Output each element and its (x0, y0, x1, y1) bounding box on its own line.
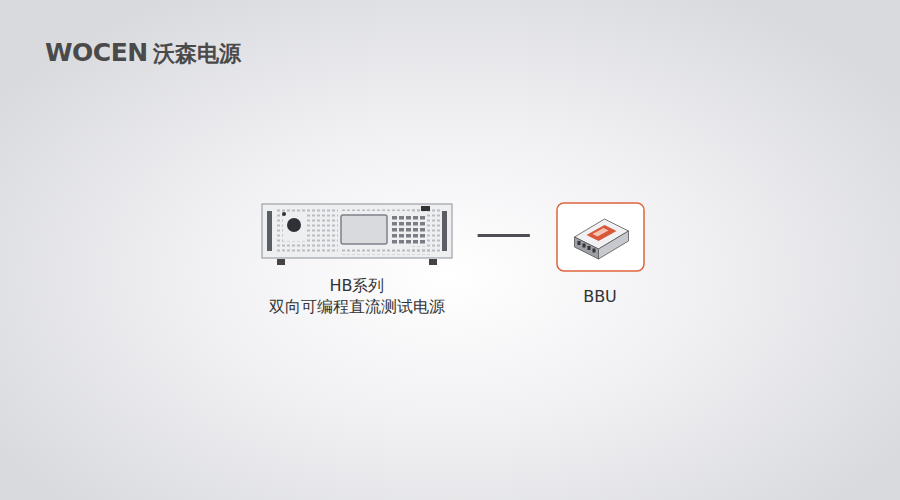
logo-wordmark: WOCEN (45, 38, 148, 67)
logo-chinese-name: 沃森电源 (153, 39, 241, 69)
connector-line (478, 234, 530, 237)
bbu-unit: BBU (545, 202, 655, 307)
illustration (261, 203, 453, 265)
bbu-illustration (556, 202, 645, 272)
node-label: 双向可编程直流测试电源 (247, 296, 467, 317)
illustration (556, 202, 645, 272)
device-illustration (261, 203, 453, 265)
node-label: BBU (545, 286, 655, 307)
node-label: HB系列 (247, 275, 467, 296)
power-supply-unit: HB系列双向可编程直流测试电源 (247, 203, 467, 317)
